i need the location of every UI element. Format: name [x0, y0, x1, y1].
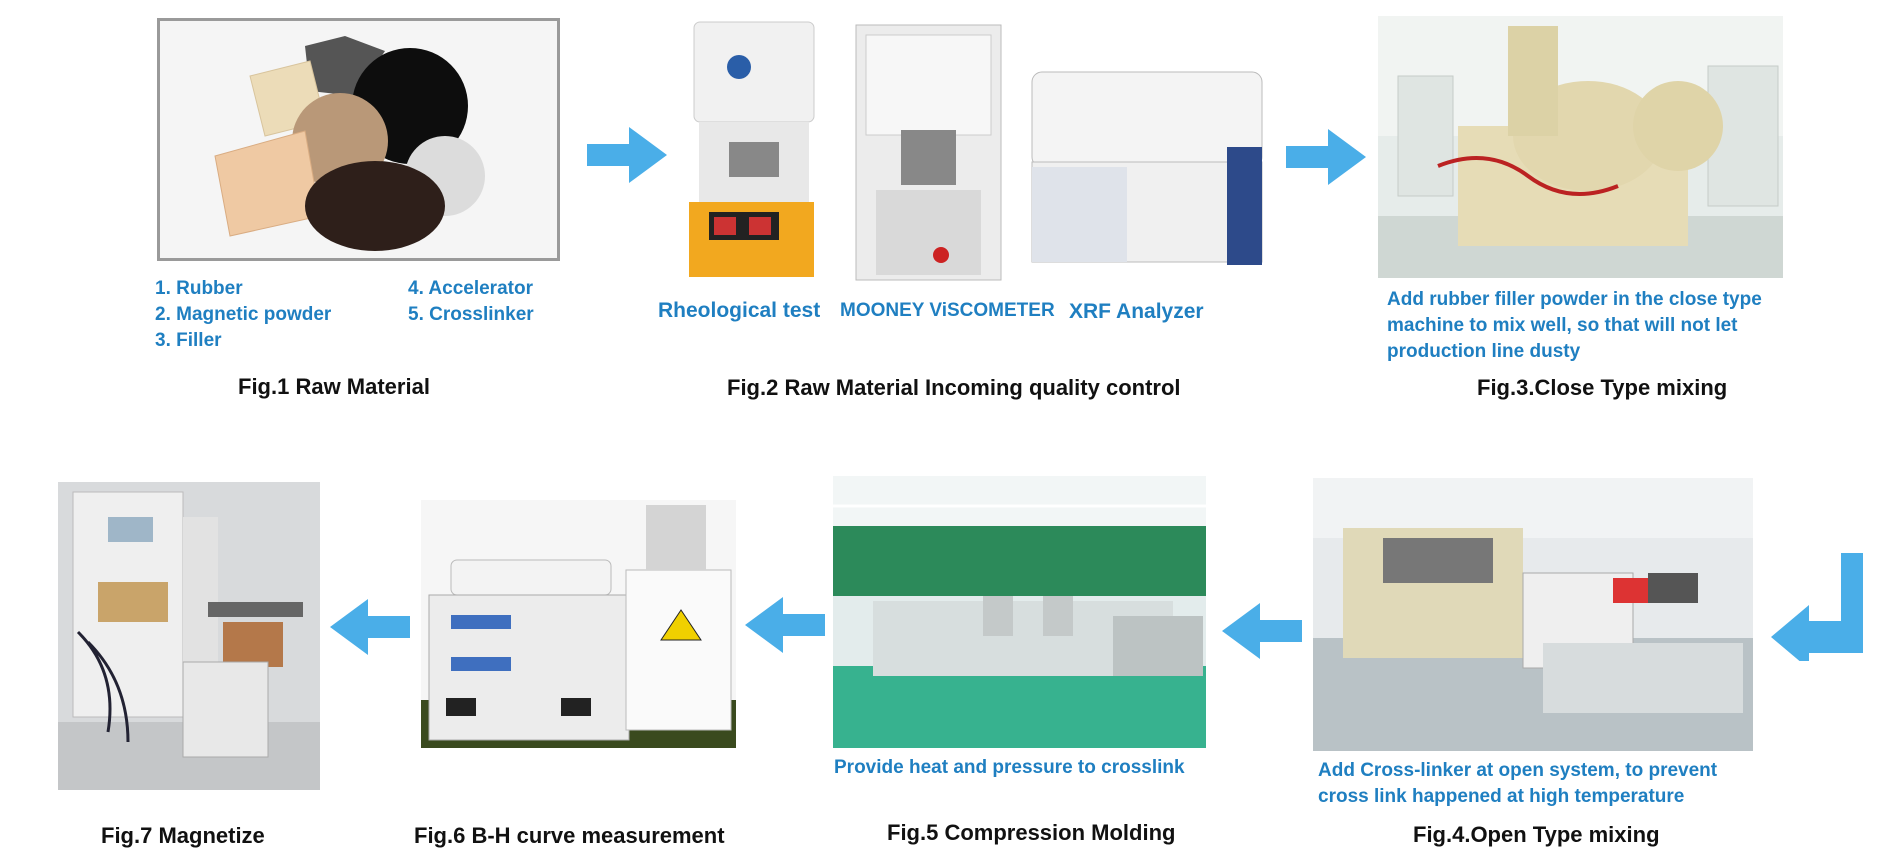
material-item: 5. Crosslinker	[408, 304, 534, 325]
bh-curve-tracer-photo	[421, 500, 736, 748]
material-item: 2. Magnetic powder	[155, 304, 332, 325]
close-mixer-photo	[1378, 16, 1783, 278]
label-mooney-viscometer: MOONEY ViSCOMETER	[840, 300, 1055, 321]
fig3-caption: Fig.3.Close Type mixing	[1477, 375, 1728, 400]
arrow-return-icon	[1771, 553, 1863, 661]
magnetizer-photo	[58, 482, 320, 790]
rheometer-photo	[669, 17, 829, 287]
fig2-caption: Fig.2 Raw Material Incoming quality cont…	[727, 375, 1181, 400]
arrow-left-icon	[1222, 603, 1302, 659]
note-line: machine to mix well, so that will not le…	[1387, 315, 1738, 336]
material-item: 1. Rubber	[155, 278, 243, 299]
note-line: production line dusty	[1387, 341, 1581, 362]
label-rheological-test: Rheological test	[658, 299, 821, 322]
note-line: Add Cross-linker at open system, to prev…	[1318, 760, 1718, 781]
compression-molding-workshop-photo	[833, 476, 1206, 748]
arrow-left-icon	[745, 597, 825, 653]
material-list-2: 4. Accelerator 5. Crosslinker	[408, 276, 534, 328]
note-line: Add rubber filler powder in the close ty…	[1387, 289, 1762, 310]
open-mixer-photo	[1313, 478, 1753, 751]
fig7-caption: Fig.7 Magnetize	[101, 823, 265, 848]
label-xrf-analyzer: XRF Analyzer	[1069, 300, 1204, 323]
fig5-note: Provide heat and pressure to crosslink	[834, 757, 1185, 778]
arrow-left-icon	[330, 599, 410, 655]
fig1-caption: Fig.1 Raw Material	[238, 374, 430, 399]
arrow-right-icon	[1286, 129, 1366, 185]
xrf-analyzer-photo	[1027, 67, 1267, 270]
note-line: cross link happened at high temperature	[1318, 786, 1685, 807]
arrow-right-icon	[587, 127, 667, 183]
fig5-caption: Fig.5 Compression Molding	[887, 820, 1176, 845]
raw-material-photo	[157, 18, 560, 261]
material-item: 3. Filler	[155, 330, 222, 351]
fig4-caption: Fig.4.Open Type mixing	[1413, 822, 1660, 847]
material-item: 4. Accelerator	[408, 278, 533, 299]
mooney-viscometer-photo	[851, 20, 1006, 285]
fig4-note: Add Cross-linker at open system, to prev…	[1318, 758, 1717, 810]
material-list: 1. Rubber 2. Magnetic powder 3. Filler	[155, 276, 331, 354]
fig6-caption: Fig.6 B-H curve measurement	[414, 823, 725, 848]
fig3-note: Add rubber filler powder in the close ty…	[1387, 287, 1762, 365]
